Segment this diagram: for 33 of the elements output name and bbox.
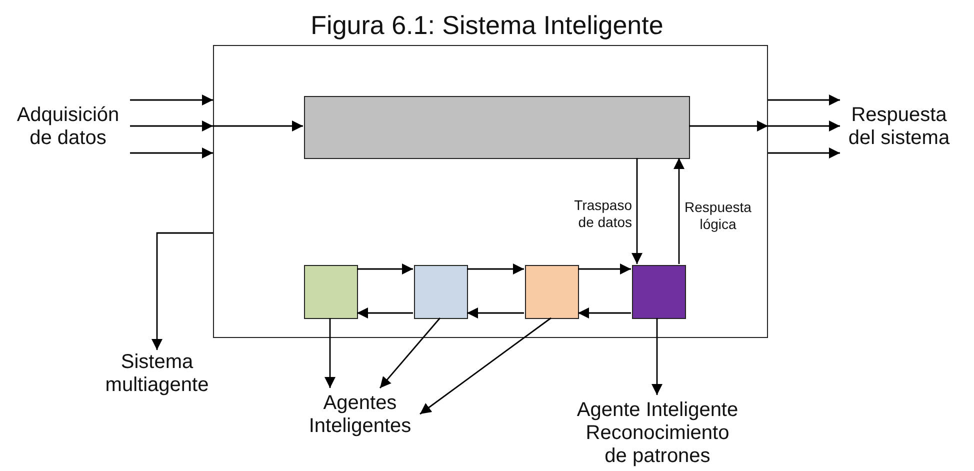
arrow [130,94,213,106]
arrow [324,318,336,388]
arrow [768,120,840,132]
arrow [689,120,768,132]
arrow [467,308,524,318]
arrow [768,148,840,158]
arrow [420,317,552,415]
label-text: Adquisición de datos [6,100,130,154]
arrow [152,232,213,350]
arrow [652,318,662,395]
arrow [632,158,642,264]
label-text: Agentes Inteligentes [300,388,420,442]
arrow [578,264,631,274]
process-box [304,96,690,159]
agent-box [414,265,468,319]
arrow [130,120,213,132]
label-text: Agente Inteligente Reconocimiento de patrones [575,395,740,471]
label-text: Sistema multiagente [98,350,216,398]
label-text: Respuesta del sistema [840,98,958,156]
arrow [357,308,413,318]
arrow [674,158,684,264]
system-box [213,45,768,338]
agent-box [525,265,579,319]
arrow [213,120,303,132]
arrow [379,318,441,388]
arrow [578,308,631,318]
agent-box [304,265,358,319]
arrow [130,148,213,158]
arrow [467,264,524,274]
arrow [768,94,840,106]
arrow [357,264,413,274]
diagram-title: Figura 6.1: Sistema Inteligente [310,10,664,40]
agent-box [632,265,686,319]
